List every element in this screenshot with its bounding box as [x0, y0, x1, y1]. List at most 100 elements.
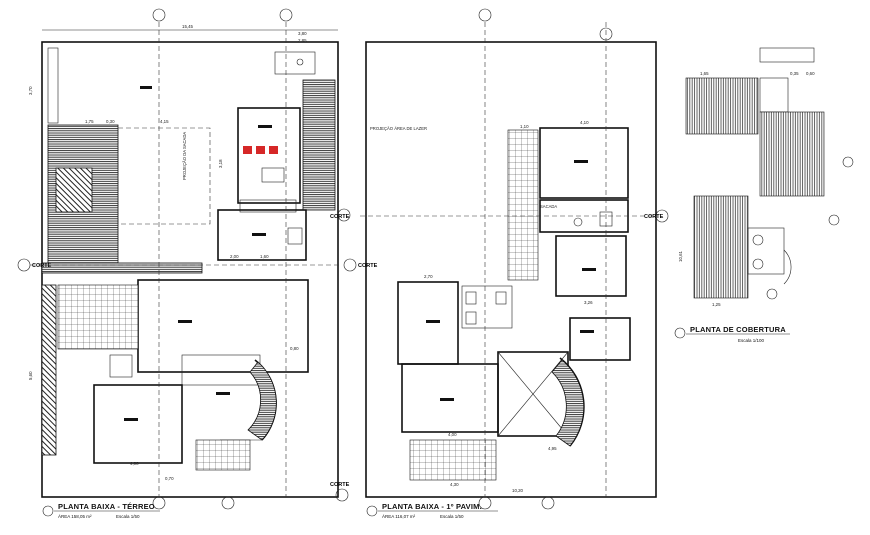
- ground-appliance: [261, 167, 285, 183]
- upper-axis-marker: [541, 496, 555, 510]
- ground-left-counter: [47, 47, 59, 124]
- upper-fixture: [465, 291, 477, 305]
- ground-wc-block: [217, 209, 307, 261]
- ground-dim: 3,18: [218, 159, 223, 168]
- ground-stair-landing: [181, 354, 261, 386]
- ground-kitchen: [237, 107, 301, 204]
- ground-dim: 1,60: [260, 254, 269, 259]
- ground-terrace-band: [41, 262, 203, 274]
- ground-axis-marker: [221, 496, 235, 510]
- ground-service-area: [274, 51, 316, 75]
- ground-plan-scale: Escala 1/50: [116, 514, 140, 519]
- ground-wc-fixture: [287, 227, 303, 245]
- ground-section-marker: [337, 208, 351, 222]
- ground-note-balcony-projection: PROJEÇÃO DA SACADA: [182, 132, 187, 180]
- upper-section-marker: [655, 209, 669, 223]
- roof-plan: 1,65 0,35 0,60 10,61 1,25 PLANTA DE COBE…: [674, 47, 854, 343]
- roof-drain: [752, 234, 764, 246]
- ground-dim: 0,70: [165, 476, 174, 481]
- ground-garage: [93, 384, 183, 464]
- ground-living-room: [137, 279, 309, 373]
- upper-fixture: [495, 291, 507, 305]
- ground-room-label: [216, 392, 230, 395]
- upper-bath-left: [461, 285, 513, 329]
- upper-room-label: [580, 330, 594, 333]
- upper-bedroom-middle: [555, 235, 627, 297]
- upper-room-label: [440, 398, 454, 401]
- roof-slab-right: [759, 111, 825, 197]
- upper-dim: 3,26: [584, 300, 593, 305]
- upper-void-cross: [497, 351, 569, 437]
- upper-front-balcony: [409, 439, 497, 481]
- roof-dim: 0,35: [790, 71, 799, 76]
- roof-plan-scale: Escala 1/100: [738, 338, 765, 343]
- upper-room-label: [582, 268, 596, 271]
- ground-spiral-stair-steps: [247, 361, 277, 441]
- roof-dim: 0,60: [806, 71, 815, 76]
- upper-dim: 4,10: [580, 120, 589, 125]
- ground-tiled-area: [57, 284, 139, 350]
- roof-dim: 1,65: [700, 71, 709, 76]
- ground-entry-tiles: [195, 439, 251, 471]
- ground-title-bubble: [42, 505, 54, 517]
- ground-dim: 0,80: [290, 346, 299, 351]
- ground-counter: [239, 199, 297, 213]
- ground-room-label: [252, 233, 266, 236]
- ground-dim: 5,60: [28, 371, 33, 380]
- upper-bath-fixture: [573, 217, 583, 227]
- upper-dim: 1,10: [520, 124, 529, 129]
- ground-red-fixture: [269, 146, 278, 154]
- upper-note-balcony: SACADA: [540, 204, 557, 209]
- ground-section-label-left: CORTE: [32, 263, 52, 269]
- ground-floor-plan: 15,45 3,80 2,85 3,70 1,75 0,30 4,15 3,18…: [17, 8, 351, 519]
- upper-dim: 2,70: [424, 274, 433, 279]
- ground-room-label: [124, 418, 138, 421]
- ground-dim: 2,00: [230, 254, 239, 259]
- upper-spiral-stair-steps: [551, 359, 585, 447]
- upper-plan-scale: Escala 1/50: [440, 514, 464, 519]
- roof-dim: 1,25: [712, 302, 721, 307]
- upper-room-label: [426, 320, 440, 323]
- ground-dim: 3,70: [28, 86, 33, 95]
- upper-dim: 4,95: [548, 446, 557, 451]
- roof-slab-left: [693, 195, 749, 299]
- upper-title-bubble: [366, 505, 378, 517]
- ground-section-label-right: CORTE: [330, 214, 350, 220]
- roof-axis-marker: [842, 156, 854, 168]
- ground-left-planting: [41, 284, 57, 456]
- upper-section-label-left: CORTE: [358, 263, 378, 269]
- upper-plan-title: PLANTA BAIXA - 1º PAVIM.: [382, 502, 482, 511]
- ground-leisure-area: [117, 127, 211, 225]
- roof-axis-marker: [828, 214, 840, 226]
- ground-axis-marker: [152, 8, 166, 22]
- roof-water-tank: [759, 77, 789, 113]
- roof-title-bubble: [674, 327, 686, 339]
- upper-note-leisure-projection: PROJEÇÃO ÁREA DE LAZER: [370, 126, 427, 131]
- roof-curved-edge: [783, 249, 792, 285]
- ground-section-label-bottom: CORTE: [330, 482, 350, 488]
- ground-dim: 1,75: [85, 119, 94, 124]
- ground-fixture: [296, 58, 304, 66]
- ground-section-marker: [335, 488, 349, 502]
- roof-axis-marker: [766, 288, 778, 300]
- ground-pool: [55, 167, 93, 213]
- roof-skylight: [747, 227, 785, 275]
- upper-axis-marker: [478, 8, 492, 22]
- ground-red-fixture: [256, 146, 265, 154]
- ground-small-wc: [109, 354, 133, 378]
- roof-slab-top-left: [685, 77, 759, 135]
- upper-floor-plan: PROJEÇÃO ÁREA DE LAZER 4,10 1,10 SACADA …: [343, 8, 669, 519]
- upper-stair-column: [507, 129, 539, 281]
- ground-dim: 2,85: [298, 38, 307, 43]
- upper-dim: 10,20: [512, 488, 524, 493]
- upper-room-label: [574, 160, 588, 163]
- ground-side-stair: [302, 79, 336, 211]
- ground-dim: 0,30: [106, 119, 115, 124]
- upper-room-right-lower: [569, 317, 631, 361]
- roof-drain: [752, 258, 764, 270]
- ground-red-fixture: [243, 146, 252, 154]
- upper-dim: 4,00: [448, 432, 457, 437]
- upper-plan-area: ÁREA 116,07 m²: [382, 513, 416, 519]
- ground-room-label: [178, 320, 192, 323]
